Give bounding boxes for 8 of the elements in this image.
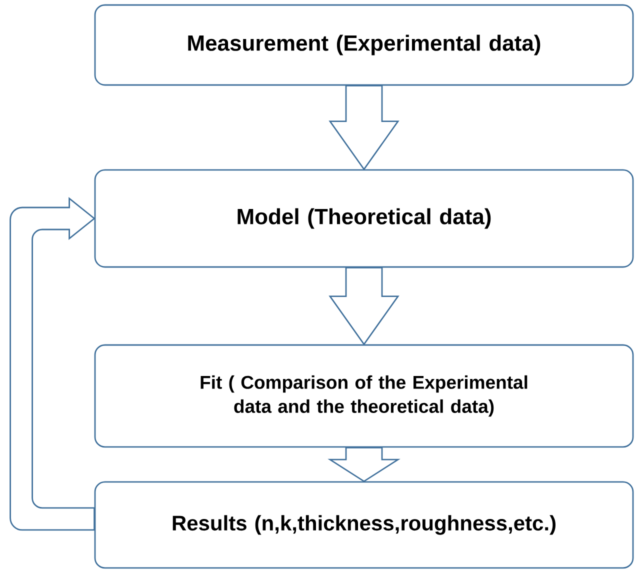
feedback-arrow [10,198,95,531]
block-arrow [328,446,400,482]
block-arrow [328,266,400,346]
block-arrow [328,85,400,170]
process-box: Fit ( Comparison of the Experimental data and the theoretical data) [94,344,634,448]
process-box: Measurement (Experimental data) [94,4,634,86]
process-box: Model (Theoretical data) [94,169,634,268]
process-box: Results (n,k,thickness,roughness,etc.) [94,481,634,569]
